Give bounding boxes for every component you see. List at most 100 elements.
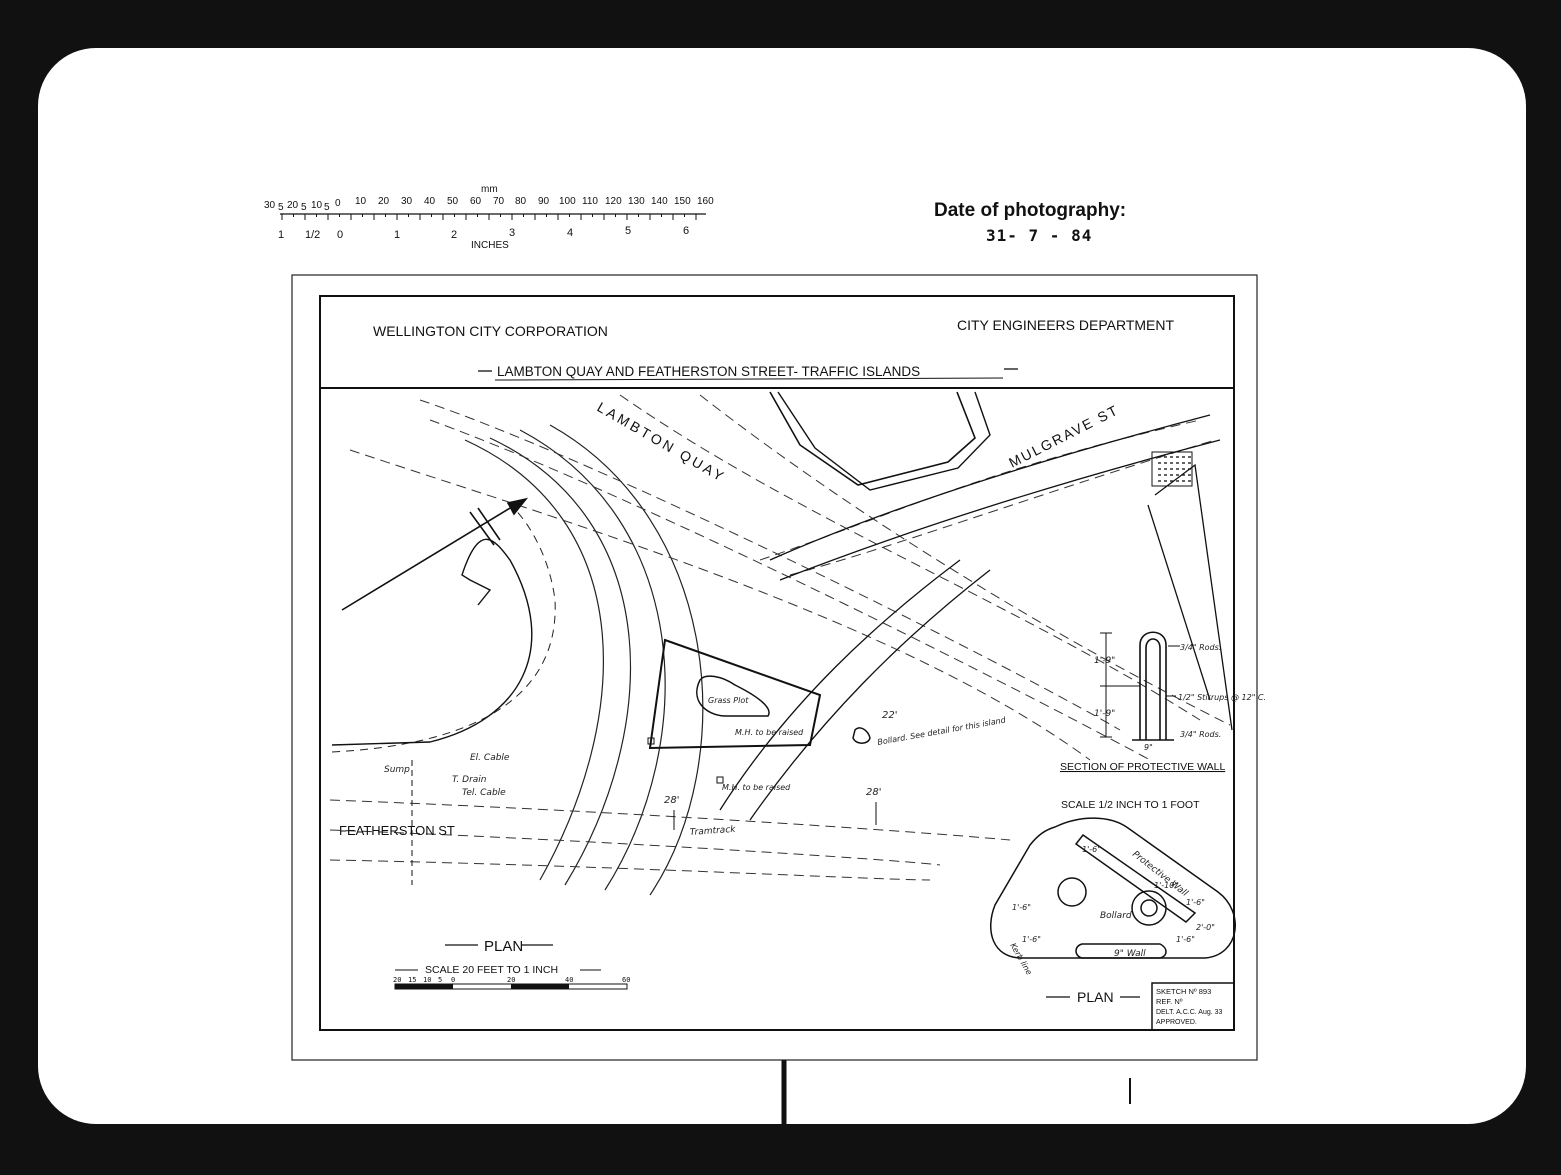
sketch-approved: APPROVED. <box>1156 1019 1197 1026</box>
svg-text:90: 90 <box>538 196 550 207</box>
mulgrave-street-label: MULGRAVE ST <box>1006 401 1121 470</box>
lambton-quay-label: LAMBTON QUAY <box>595 399 729 486</box>
section-label: SECTION OF PROTECTIVE WALL <box>1060 761 1225 773</box>
svg-text:140: 140 <box>651 196 668 207</box>
el-cable-label: El. Cable <box>470 753 510 763</box>
svg-text:110: 110 <box>582 196 598 207</box>
photography-date-value: 31- 7 - 84 <box>986 226 1093 245</box>
svg-text:20: 20 <box>378 196 390 207</box>
svg-text:6: 6 <box>683 225 689 237</box>
sketch-ref: REF. Nº <box>1156 997 1183 1006</box>
detail-dim: 1'-6" <box>1022 935 1041 944</box>
section-rod-top: 3/4" Rods. <box>1180 643 1221 652</box>
svg-text:5: 5 <box>324 202 330 213</box>
detail-bollard: Bollard <box>1100 911 1132 921</box>
department-name: CITY ENGINEERS DEPARTMENT <box>957 317 1174 333</box>
crosswalk <box>1151 451 1193 487</box>
ruler-inch-labels: 1 1/2 0 1 2 3 4 5 6 <box>278 225 689 241</box>
tram-tracks <box>464 424 704 896</box>
svg-text:20: 20 <box>507 976 515 984</box>
svg-text:10: 10 <box>423 976 431 984</box>
svg-text:40: 40 <box>565 976 573 984</box>
dimension-22: 22' <box>882 710 897 721</box>
ruler-mm-left: 30 5 20 5 10 5 0 <box>264 198 341 213</box>
drawing-border <box>319 295 1235 1031</box>
section-width: 9" <box>1144 743 1153 752</box>
featherston-street-label: FEATHERSTON ST <box>339 823 455 838</box>
tel-cable-label: Tel. Cable <box>462 788 506 798</box>
svg-text:5: 5 <box>625 225 631 237</box>
grass-plot <box>696 675 770 717</box>
detail-kerb: Kerb line <box>1008 942 1033 977</box>
section-dim-lower: 1'-9" <box>1094 709 1115 719</box>
sump-label: Sump <box>384 765 410 775</box>
svg-text:150: 150 <box>674 196 691 207</box>
svg-text:160: 160 <box>697 196 714 207</box>
svg-text:0: 0 <box>451 976 455 984</box>
measurement-ruler: mm 30 5 20 5 10 5 0 10 20 30 40 50 60 70… <box>264 184 714 251</box>
org-name: WELLINGTON CITY CORPORATION <box>373 323 608 339</box>
sketch-number: SKETCH Nº 893 <box>1156 987 1211 996</box>
detail-dim: 1'-6" <box>1082 845 1101 854</box>
detail-plan-label: PLAN <box>1077 989 1114 1005</box>
svg-text:50: 50 <box>447 196 459 207</box>
svg-text:4: 4 <box>567 227 573 239</box>
sketch-delt: DELT. A.C.C. Aug. 33 <box>1156 1009 1223 1016</box>
svg-text:80: 80 <box>515 196 527 207</box>
detail-dim: 2'-0" <box>1196 923 1215 932</box>
ruler-mm-right: 10 20 30 40 50 60 70 80 90 100 110 120 1… <box>355 196 714 207</box>
north-arrow-icon <box>341 497 529 611</box>
svg-text:10: 10 <box>355 196 367 207</box>
bar-scale: 20 15 10 5 0 20 40 60 <box>393 976 630 990</box>
svg-text:1: 1 <box>394 229 400 241</box>
photography-date: Date of photography: 31- 7 - 84 <box>934 200 1144 245</box>
detail-dim: 1'-6" <box>1012 903 1031 912</box>
svg-text:130: 130 <box>628 196 645 207</box>
section-scale: SCALE 1/2 INCH TO 1 FOOT <box>1061 799 1200 811</box>
mh-raise-note: M.H. to be raised <box>735 728 804 737</box>
sheet-outline <box>291 274 1258 1061</box>
building-outline <box>769 391 976 486</box>
svg-text:10: 10 <box>311 200 323 211</box>
ruler-unit-inches: INCHES <box>471 240 509 251</box>
svg-text:1/2: 1/2 <box>305 229 320 241</box>
svg-text:3: 3 <box>509 227 515 239</box>
t-drain-label: T. Drain <box>452 775 487 785</box>
svg-text:100: 100 <box>559 196 576 207</box>
svg-text:30: 30 <box>264 200 276 211</box>
svg-text:70: 70 <box>493 196 505 207</box>
section-dim-upper: 1'-9" <box>1094 656 1115 666</box>
svg-text:0: 0 <box>337 229 343 241</box>
svg-text:5: 5 <box>438 976 442 984</box>
traffic-island <box>648 638 822 750</box>
dimension-28-right: 28' <box>866 787 881 798</box>
photography-date-label: Date of photography: <box>934 200 1127 221</box>
svg-text:40: 40 <box>424 196 436 207</box>
island-detail <box>990 817 1236 959</box>
svg-text:60: 60 <box>470 196 482 207</box>
drawing-title: LAMBTON QUAY AND FEATHERSTON STREET- TRA… <box>497 364 920 379</box>
svg-text:120: 120 <box>605 196 622 207</box>
grass-plot-label: Grass Plot <box>708 696 749 705</box>
detail-wall: 9" Wall <box>1114 949 1146 959</box>
svg-text:30: 30 <box>401 196 413 207</box>
dimension-28-left: 28' <box>664 795 679 806</box>
sketch-info-block <box>1151 982 1235 1031</box>
protective-wall-section <box>1132 631 1174 741</box>
svg-text:15: 15 <box>408 976 416 984</box>
detail-dim: 1'-10" <box>1154 881 1178 890</box>
detail-dim: 1'-6" <box>1176 935 1195 944</box>
svg-text:20: 20 <box>393 976 401 984</box>
plan-label: PLAN <box>484 938 523 955</box>
detail-dim: 1'-6" <box>1186 898 1205 907</box>
svg-text:20: 20 <box>287 200 299 211</box>
svg-text:5: 5 <box>278 202 284 213</box>
svg-text:0: 0 <box>335 198 341 209</box>
ruler-unit-mm: mm <box>481 184 498 195</box>
svg-text:5: 5 <box>301 202 307 213</box>
mh-raise-note-2: M.H. to be raised <box>722 783 791 792</box>
plan-scale-label: SCALE 20 FEET TO 1 INCH <box>425 964 558 976</box>
left-building <box>331 538 533 746</box>
svg-text:60: 60 <box>622 976 630 984</box>
